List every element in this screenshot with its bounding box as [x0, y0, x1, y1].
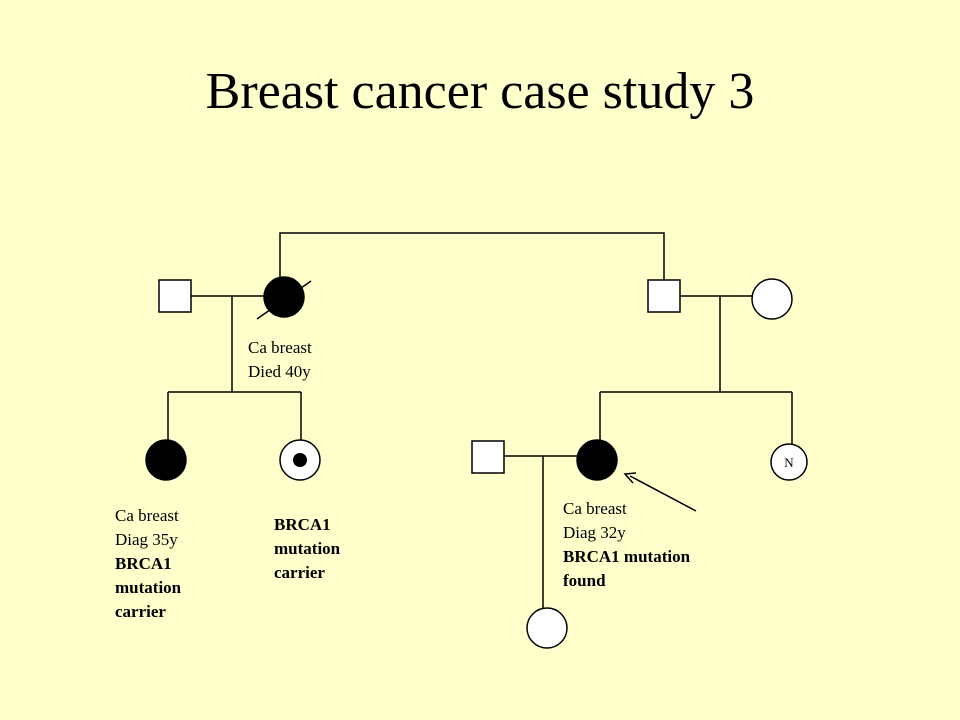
daughter-carrier-label: BRCA1 mutation carrier: [274, 515, 341, 582]
grandmother-affected-female: [263, 276, 305, 318]
daughter-affected-female: [145, 439, 187, 481]
sibling-normal-female: [770, 443, 808, 481]
carrier-dot: [293, 453, 307, 467]
uncle-male: [647, 279, 681, 313]
grandmother-label: Ca breast Died 40y: [248, 338, 312, 381]
grandfather-male: [158, 279, 192, 313]
proband-affected-female: [576, 439, 618, 481]
child-female: [526, 607, 568, 649]
spouse-male: [471, 440, 505, 474]
daughter-affected-label: Ca breast Diag 35y BRCA1 mutation carrie…: [115, 506, 182, 621]
sibship-line-top: [279, 232, 665, 280]
normal-marker: N: [784, 455, 794, 470]
aunt-female: [751, 278, 793, 320]
deceased-slash: [256, 280, 312, 320]
proband-arrowhead: [623, 472, 637, 484]
page-title: Breast cancer case study 3: [205, 63, 755, 120]
proband-arrow: [629, 475, 697, 512]
proband-label: Ca breast Diag 32y BRCA1 mutation found: [563, 499, 691, 590]
